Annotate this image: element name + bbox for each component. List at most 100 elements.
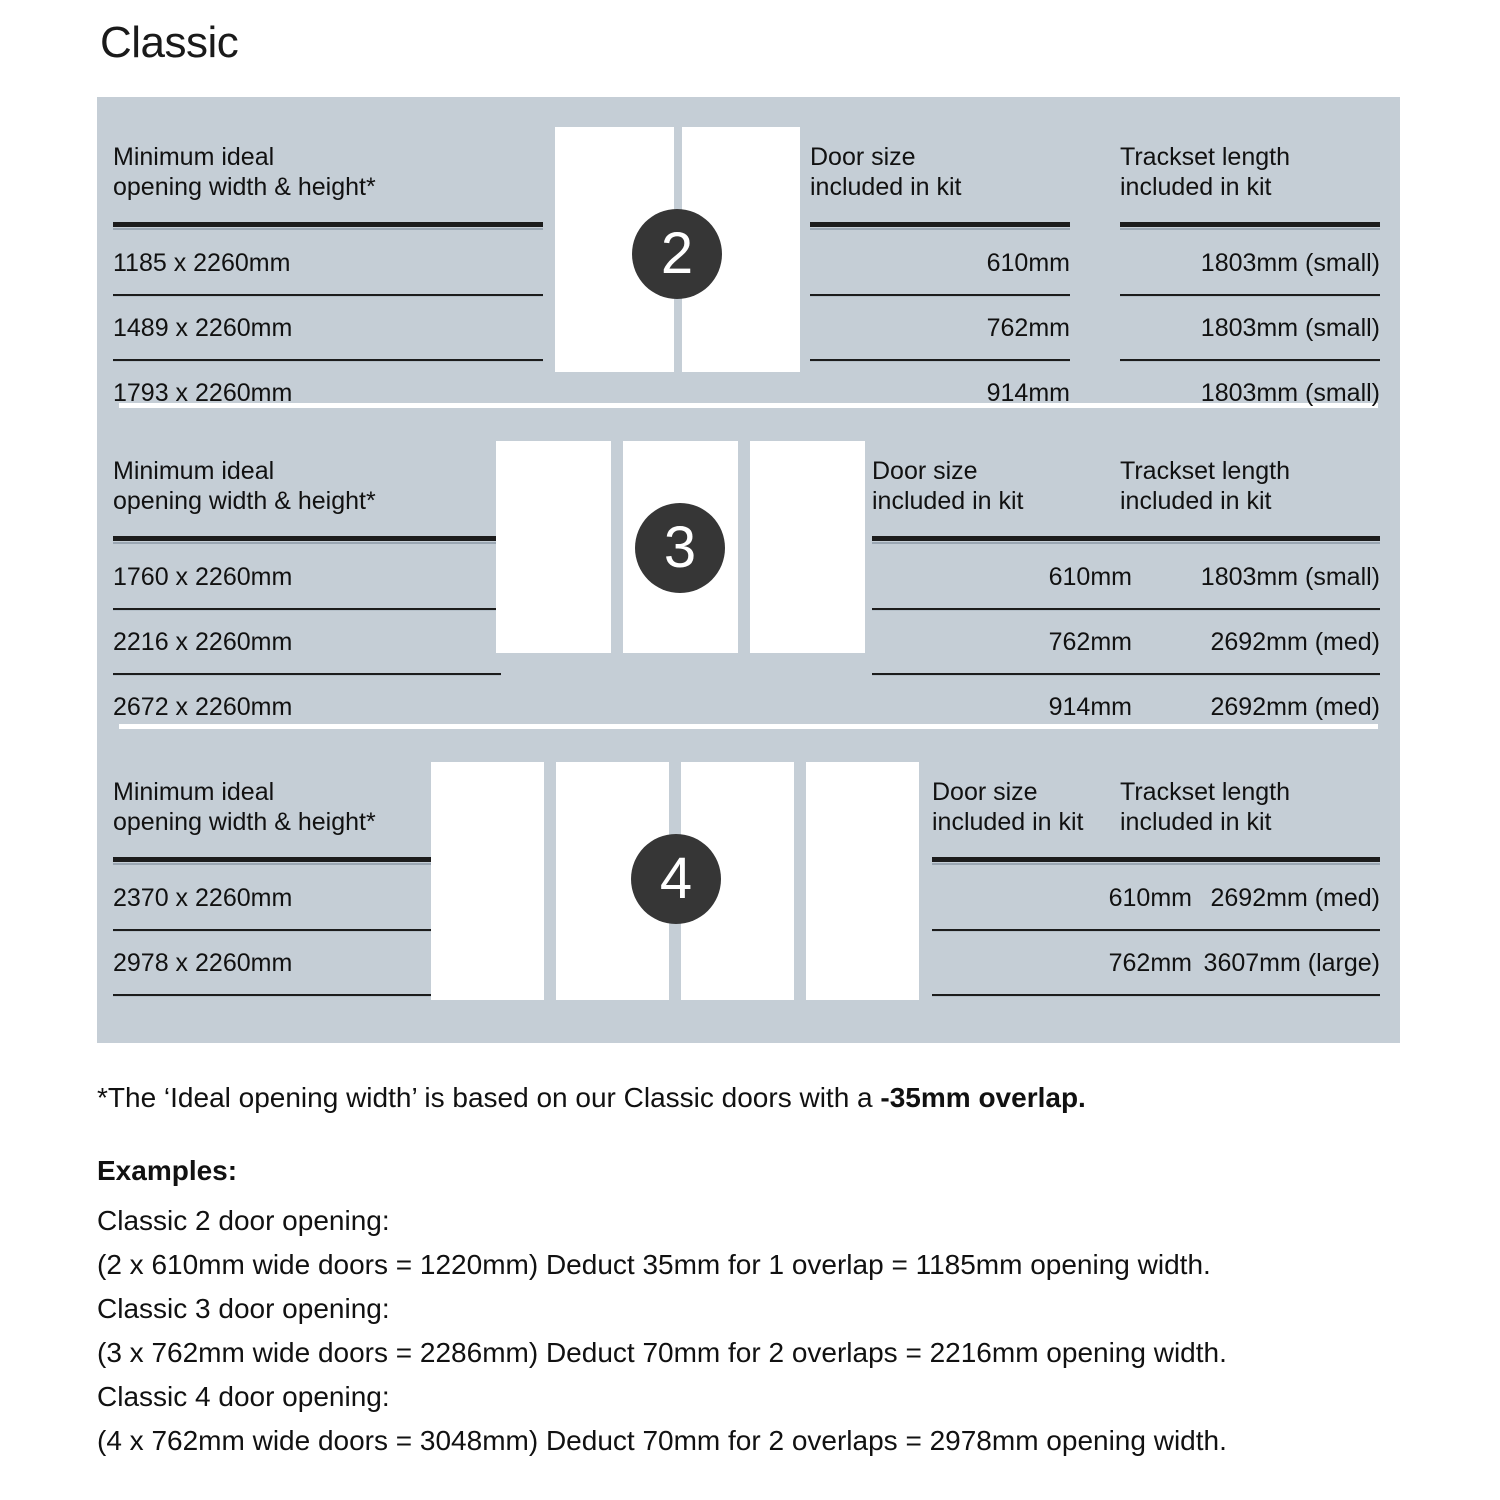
spec-panel: Minimum ideal opening width & height* 11… [97, 97, 1400, 1043]
door-count-badge: 4 [631, 834, 721, 924]
row-rule [1120, 994, 1380, 996]
row-rule-shadow [113, 675, 501, 676]
table-cell: 1803mm (small) [1200, 379, 1380, 407]
header-rule [932, 857, 1192, 862]
row-rule [1120, 929, 1380, 931]
trackset-column-3: Trackset length included in kit 2692mm (… [1120, 777, 1380, 997]
door-diagram-4 [431, 762, 919, 1000]
row-rule [1120, 359, 1380, 361]
door-panel [431, 762, 544, 1000]
row-rule [113, 994, 438, 996]
opening-header: Minimum ideal opening width & height* [113, 143, 376, 201]
section-4-door: Minimum ideal opening width & height* 23… [97, 729, 1400, 1043]
door-size-header: Door size included in kit [810, 143, 962, 201]
row-rule [810, 359, 1070, 361]
table-cell: 1803mm (small) [1200, 249, 1380, 277]
row-rule-shadow [113, 931, 438, 932]
row-rule-shadow [1120, 296, 1380, 297]
trackset-header: Trackset length included in kit [1120, 457, 1290, 515]
header-rule [1120, 536, 1380, 541]
header-rule [113, 536, 501, 541]
row-rule-shadow [872, 675, 1132, 676]
table-cell: 2692mm (med) [1210, 884, 1381, 912]
table-cell: 2692mm (med) [1210, 693, 1381, 721]
door-size-column-3: Door size included in kit 610mm 762mm [932, 777, 1192, 997]
section-divider-1 [119, 403, 1378, 408]
example-line: Classic 2 door opening: [97, 1205, 390, 1236]
example-line: (3 x 762mm wide doors = 2286mm) Deduct 7… [97, 1337, 1227, 1368]
table-cell: 914mm [1048, 693, 1132, 721]
row-rule [113, 673, 501, 675]
footnote: *The ‘Ideal opening width’ is based on o… [97, 1082, 1086, 1114]
header-rule-shadow [113, 228, 543, 230]
row-rule-shadow [113, 361, 543, 362]
table-cell: 3607mm (large) [1203, 949, 1380, 977]
page-title: Classic [100, 18, 239, 67]
table-cell: 1793 x 2260mm [113, 379, 293, 407]
example-line: Classic 4 door opening: [97, 1381, 390, 1412]
header-rule-shadow [810, 228, 1070, 230]
row-rule [113, 294, 543, 296]
opening-header: Minimum ideal opening width & height* [113, 778, 376, 836]
row-rule [932, 994, 1192, 996]
table-cell: 1185 x 2260mm [113, 249, 291, 277]
row-rule-shadow [932, 996, 1192, 997]
trackset-column-2: Trackset length included in kit 1803mm (… [1120, 456, 1380, 722]
row-rule [872, 673, 1132, 675]
table-cell: 1489 x 2260mm [113, 314, 293, 342]
footnote-emphasis: -35mm overlap. [880, 1082, 1086, 1113]
table-cell: 762mm [1108, 949, 1192, 977]
door-panel [496, 441, 611, 653]
row-rule [1120, 608, 1380, 610]
row-rule [1120, 673, 1380, 675]
header-rule [872, 536, 1132, 541]
section-3-door: Minimum ideal opening width & height* 17… [97, 408, 1400, 724]
trackset-header: Trackset length included in kit [1120, 143, 1290, 201]
table-cell: 2692mm (med) [1210, 628, 1381, 656]
row-rule-shadow [113, 610, 501, 611]
table-cell: 914mm [986, 379, 1070, 407]
row-rule [932, 929, 1192, 931]
table-cell: 610mm [1048, 563, 1132, 591]
opening-column-1: Minimum ideal opening width & height* 11… [113, 142, 543, 408]
opening-column-2: Minimum ideal opening width & height* 17… [113, 456, 501, 722]
example-line: Classic 3 door opening: [97, 1293, 390, 1324]
header-rule [113, 222, 543, 227]
trackset-header: Trackset length included in kit [1120, 778, 1290, 836]
row-rule [113, 608, 501, 610]
table-cell: 2672 x 2260mm [113, 693, 293, 721]
row-rule [872, 608, 1132, 610]
table-cell: 2370 x 2260mm [113, 884, 293, 912]
header-rule-shadow [1120, 228, 1380, 230]
door-size-header: Door size included in kit [872, 457, 1024, 515]
row-rule-shadow [1120, 361, 1380, 362]
row-rule-shadow [932, 931, 1192, 932]
door-panel [806, 762, 919, 1000]
opening-column-3: Minimum ideal opening width & height* 23… [113, 777, 438, 997]
header-rule-shadow [113, 863, 438, 865]
row-rule-shadow [113, 296, 543, 297]
row-rule-shadow [872, 610, 1132, 611]
door-count-badge: 3 [635, 503, 725, 593]
table-cell: 762mm [1048, 628, 1132, 656]
examples-heading: Examples: [97, 1155, 238, 1186]
section-divider-2 [119, 724, 1378, 729]
header-rule [113, 857, 438, 862]
header-rule-shadow [113, 542, 501, 544]
row-rule-shadow [1120, 931, 1380, 932]
table-cell: 610mm [1108, 884, 1192, 912]
door-panel [750, 441, 865, 653]
row-rule-shadow [1120, 610, 1380, 611]
table-cell: 762mm [986, 314, 1070, 342]
row-rule-shadow [810, 296, 1070, 297]
header-rule-shadow [872, 542, 1132, 544]
header-rule-shadow [932, 863, 1192, 865]
row-rule-shadow [1120, 996, 1380, 997]
table-cell: 2216 x 2260mm [113, 628, 293, 656]
row-rule [113, 929, 438, 931]
row-rule [1120, 294, 1380, 296]
footnote-text: *The ‘Ideal opening width’ is based on o… [97, 1082, 881, 1113]
header-rule [810, 222, 1070, 227]
header-rule [1120, 222, 1380, 227]
